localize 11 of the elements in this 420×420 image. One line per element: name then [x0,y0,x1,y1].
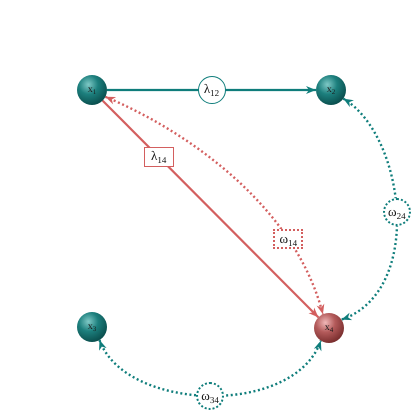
sphere-node: x$_{4}$ [314,313,344,343]
edge-label: λ$_{14}$ [144,146,174,167]
edge-label: ω$_{34}$ [196,382,224,410]
sphere-node: x$_{3}$ [77,312,107,342]
sphere-node: x$_{2}$ [316,75,346,105]
edge-label: λ$_{12}$ [198,76,226,104]
arrow [98,339,322,398]
edge-label: ω$_{24}$ [382,198,411,226]
edge-label: ω$_{14}$ [273,228,304,249]
sphere-node: x$_{1}$ [77,75,107,105]
arrow [340,98,398,321]
